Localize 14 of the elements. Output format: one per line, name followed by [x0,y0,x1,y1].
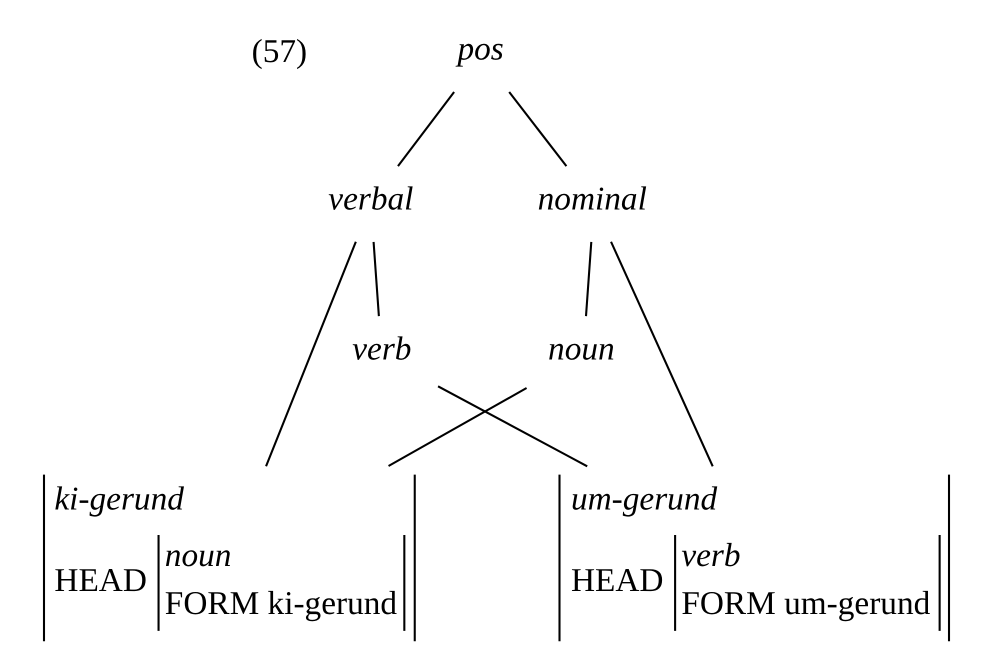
label: (57) [251,32,307,70]
connector [388,387,527,467]
connector [396,91,454,167]
node-text: pos [456,30,504,68]
node-text: noun [548,330,614,368]
node-text: nominal [537,180,646,218]
connector [508,91,567,167]
node-text: verbal [328,180,413,218]
connector [437,385,588,468]
node-text: verb [352,330,411,368]
connector [610,241,714,467]
connector [264,241,356,467]
connector [584,242,592,316]
connector [372,242,380,316]
